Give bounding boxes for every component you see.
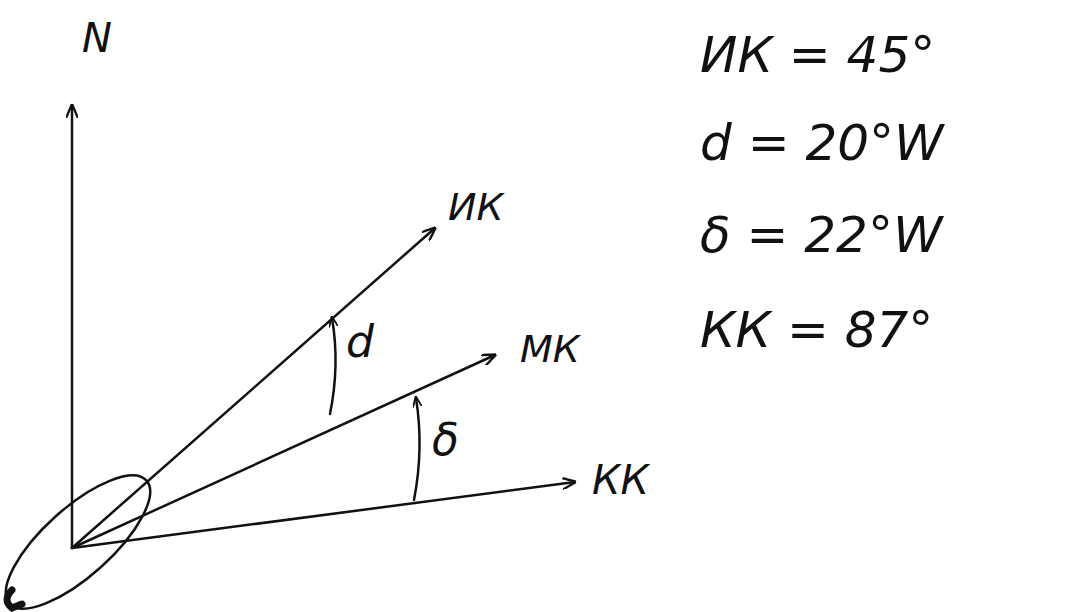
value-note: δ = 22°W xyxy=(700,210,942,260)
course-label: ИК xyxy=(448,188,503,226)
declination-arc xyxy=(330,318,336,414)
deviation-arc xyxy=(414,398,420,500)
value-note: d = 20°W xyxy=(700,118,943,168)
ship-stern xyxy=(7,590,22,608)
value-note: ИК = 45° xyxy=(700,30,935,80)
course-label: КК xyxy=(592,460,649,500)
angle-label: δ xyxy=(432,418,459,462)
course-label: МК xyxy=(520,330,580,368)
north-label: N xyxy=(82,18,112,58)
north-line xyxy=(71,105,74,548)
true-course-line xyxy=(72,228,435,548)
ship-hull xyxy=(0,455,169,612)
compass-course-line xyxy=(72,482,575,548)
angle-label: d xyxy=(346,320,374,364)
value-note: КК = 87° xyxy=(700,305,933,355)
